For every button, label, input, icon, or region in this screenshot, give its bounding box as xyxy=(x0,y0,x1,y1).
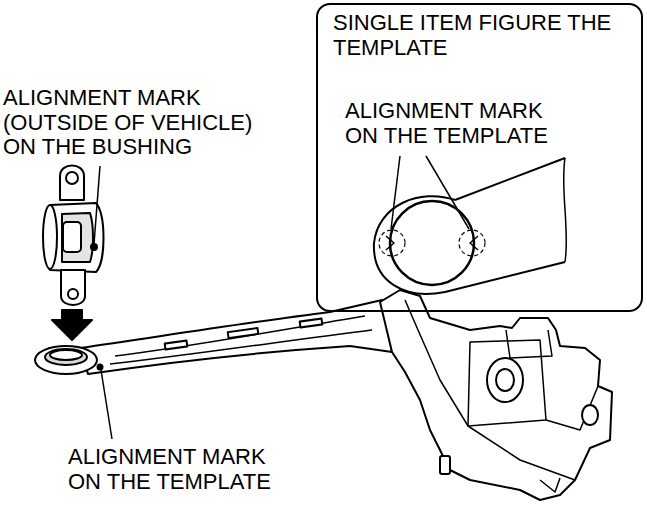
detail-frame: SINGLE ITEM FIGURE THE TEMPLATE ALIGNMENT… xyxy=(316,3,643,312)
callout-label: ALIGNMENT MARK ON THE TEMPLATE xyxy=(68,445,293,494)
callout-label: ALIGNMENT MARK ON THE TEMPLATE xyxy=(345,99,565,148)
frame-heading: SINGLE ITEM FIGURE THE TEMPLATE xyxy=(333,11,633,60)
callout-label: ALIGNMENT MARK (OUTSIDE OF VEHICLE) ON T… xyxy=(3,86,275,160)
